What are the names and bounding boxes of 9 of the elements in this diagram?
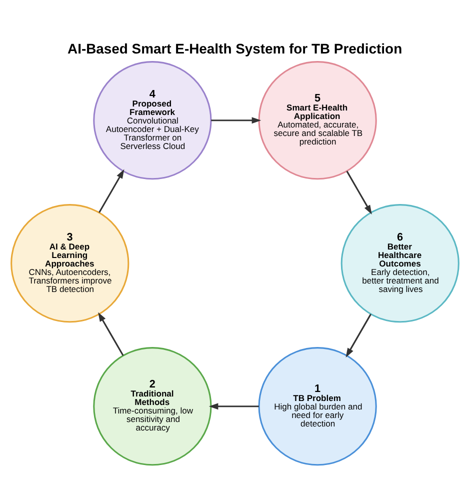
node-circle: 5 Smart E-Health Application Automated, accurate, secure and scalable TB prediction: [258, 60, 377, 180]
arrow: [346, 313, 372, 357]
node-circle: 2 Traditional Methods Time-consuming, low sensitivity and accuracy: [93, 346, 212, 466]
arrow: [211, 116, 262, 124]
diagram-title: AI-Based Smart E-Health System for TB Prediction: [68, 40, 402, 56]
arrow: [346, 170, 372, 214]
arrow: [98, 168, 124, 212]
arrow: [208, 402, 259, 410]
arrow: [98, 312, 124, 356]
